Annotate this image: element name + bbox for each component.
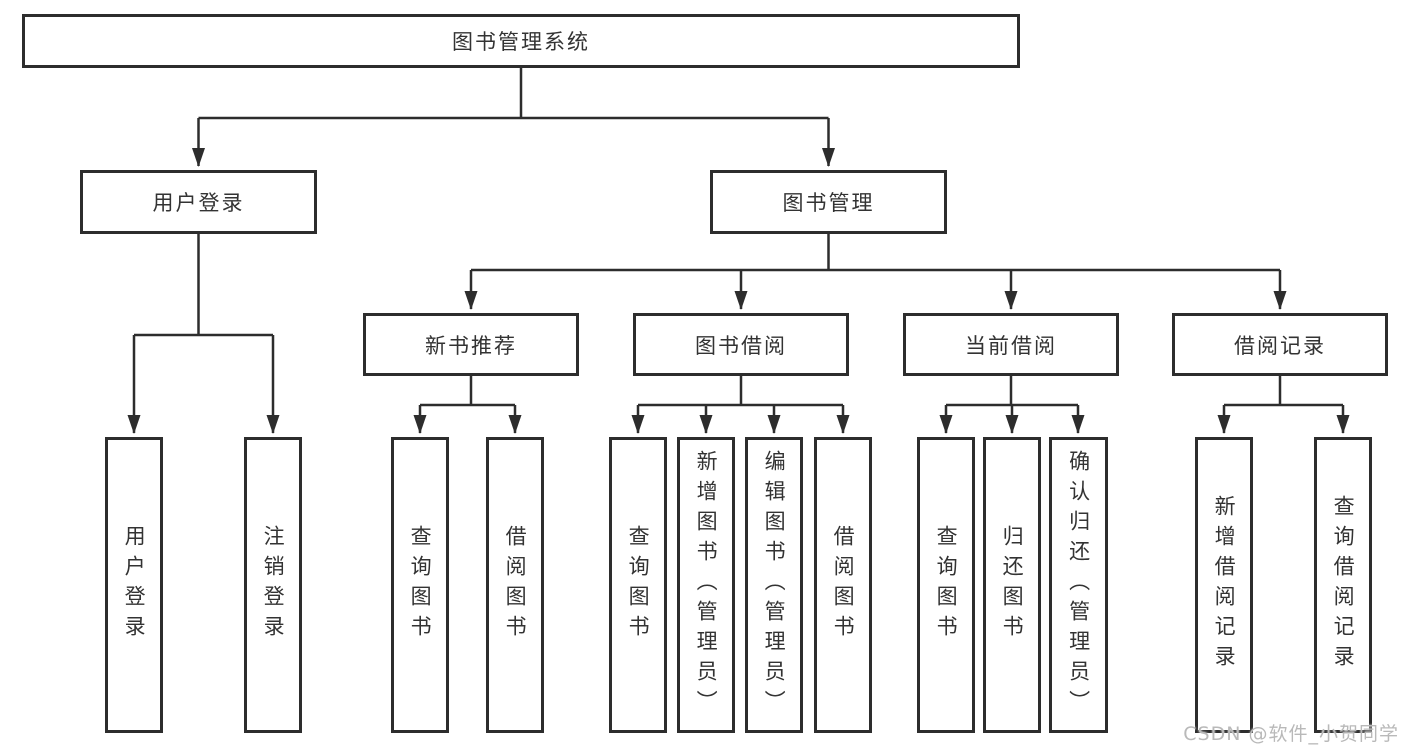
leaf-borrow-add-books-label: 新增图书（管理员） bbox=[694, 450, 719, 720]
leaf-records-add-record-label: 新增借阅记录 bbox=[1212, 495, 1237, 675]
node-user-login-branch: 用户登录 bbox=[80, 170, 317, 234]
node-new-books-branch-label: 新书推荐 bbox=[425, 333, 517, 358]
node-root-system-label: 图书管理系统 bbox=[452, 30, 590, 54]
leaf-current-return-books: 归还图书 bbox=[983, 437, 1041, 733]
leaf-current-confirm-return: 确认归还（管理员） bbox=[1049, 437, 1108, 733]
leaf-records-query-record: 查询借阅记录 bbox=[1314, 437, 1372, 733]
node-book-borrow-branch: 图书借阅 bbox=[633, 313, 849, 376]
node-user-login-branch-label: 用户登录 bbox=[152, 191, 245, 215]
node-book-mgmt-branch: 图书管理 bbox=[710, 170, 947, 234]
leaf-borrow-query-books-label: 查询图书 bbox=[626, 525, 651, 645]
leaf-borrow-query-books: 查询图书 bbox=[609, 437, 667, 733]
leaf-borrow-borrow-books-label: 借阅图书 bbox=[831, 525, 856, 645]
leaf-current-return-books-label: 归还图书 bbox=[1000, 525, 1025, 645]
leaf-borrow-add-books: 新增图书（管理员） bbox=[677, 437, 735, 733]
leaf-newbooks-query-books-label: 查询图书 bbox=[408, 525, 433, 645]
leaf-records-query-record-label: 查询借阅记录 bbox=[1331, 495, 1356, 675]
leaf-user-login: 用户登录 bbox=[105, 437, 163, 733]
csdn-watermark: CSDN @软件_小贺同学 bbox=[1183, 723, 1399, 745]
leaf-borrow-edit-books: 编辑图书（管理员） bbox=[745, 437, 803, 733]
node-new-books-branch: 新书推荐 bbox=[363, 313, 579, 376]
node-borrow-records-branch-label: 借阅记录 bbox=[1234, 333, 1326, 358]
node-current-borrow-branch-label: 当前借阅 bbox=[965, 333, 1057, 358]
node-root-system: 图书管理系统 bbox=[22, 14, 1020, 68]
node-borrow-records-branch: 借阅记录 bbox=[1172, 313, 1388, 376]
leaf-user-login-label: 用户登录 bbox=[122, 525, 147, 645]
leaf-logout: 注销登录 bbox=[244, 437, 302, 733]
leaf-newbooks-borrow-books: 借阅图书 bbox=[486, 437, 544, 733]
leaf-current-confirm-return-label: 确认归还（管理员） bbox=[1066, 450, 1091, 720]
node-current-borrow-branch: 当前借阅 bbox=[903, 313, 1119, 376]
leaf-current-query-books: 查询图书 bbox=[917, 437, 975, 733]
leaf-borrow-edit-books-label: 编辑图书（管理员） bbox=[762, 450, 787, 720]
node-book-borrow-branch-label: 图书借阅 bbox=[695, 333, 787, 358]
leaf-newbooks-borrow-books-label: 借阅图书 bbox=[503, 525, 528, 645]
node-book-mgmt-branch-label: 图书管理 bbox=[782, 191, 875, 215]
leaf-newbooks-query-books: 查询图书 bbox=[391, 437, 449, 733]
leaf-records-add-record: 新增借阅记录 bbox=[1195, 437, 1253, 733]
leaf-current-query-books-label: 查询图书 bbox=[934, 525, 959, 645]
leaf-borrow-borrow-books: 借阅图书 bbox=[814, 437, 872, 733]
leaf-logout-label: 注销登录 bbox=[261, 525, 286, 645]
